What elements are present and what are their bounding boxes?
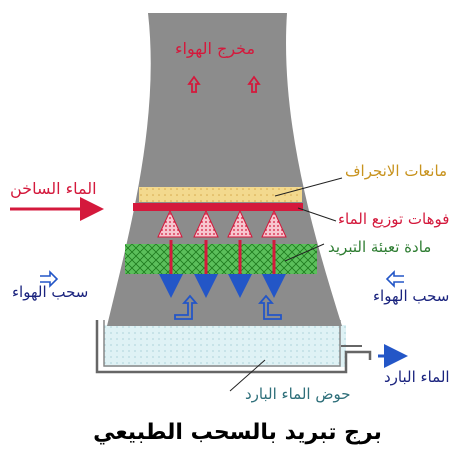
air-intake-left-label: سحب الهواء	[12, 283, 89, 301]
cold-water-label: الماء البارد	[384, 368, 450, 386]
leader-lines	[229, 177, 343, 392]
air-outlet-arrows	[187, 75, 261, 93]
air-outlet-label: مخرج الهواء	[175, 39, 256, 58]
drift-eliminators-label: مانعات الانجراف	[345, 162, 448, 180]
tower-shell	[107, 13, 342, 326]
cold-water-basin-label: حوض الماء البارد	[245, 385, 351, 403]
spray-nozzles	[157, 209, 287, 238]
falling-water-arrows	[159, 240, 286, 298]
air-intake-arrows	[40, 270, 404, 288]
spray-nozzles-label: فوهات توزيع الماء	[338, 210, 450, 228]
cooling-fill-label: مادة تعبئة التبريد	[328, 238, 432, 256]
spray-manifold	[133, 203, 303, 211]
diagram-title: برج تبريد بالسحب الطبيعي	[93, 420, 382, 445]
hot-water-label: الماء الساخن	[10, 179, 97, 198]
air-intake-right-label: سحب الهواء	[373, 287, 450, 305]
cooling-fill-band	[125, 244, 317, 274]
cold-water-basin	[95, 320, 372, 374]
drift-eliminator-band	[139, 187, 302, 202]
air-updraft-arrows	[174, 294, 282, 320]
